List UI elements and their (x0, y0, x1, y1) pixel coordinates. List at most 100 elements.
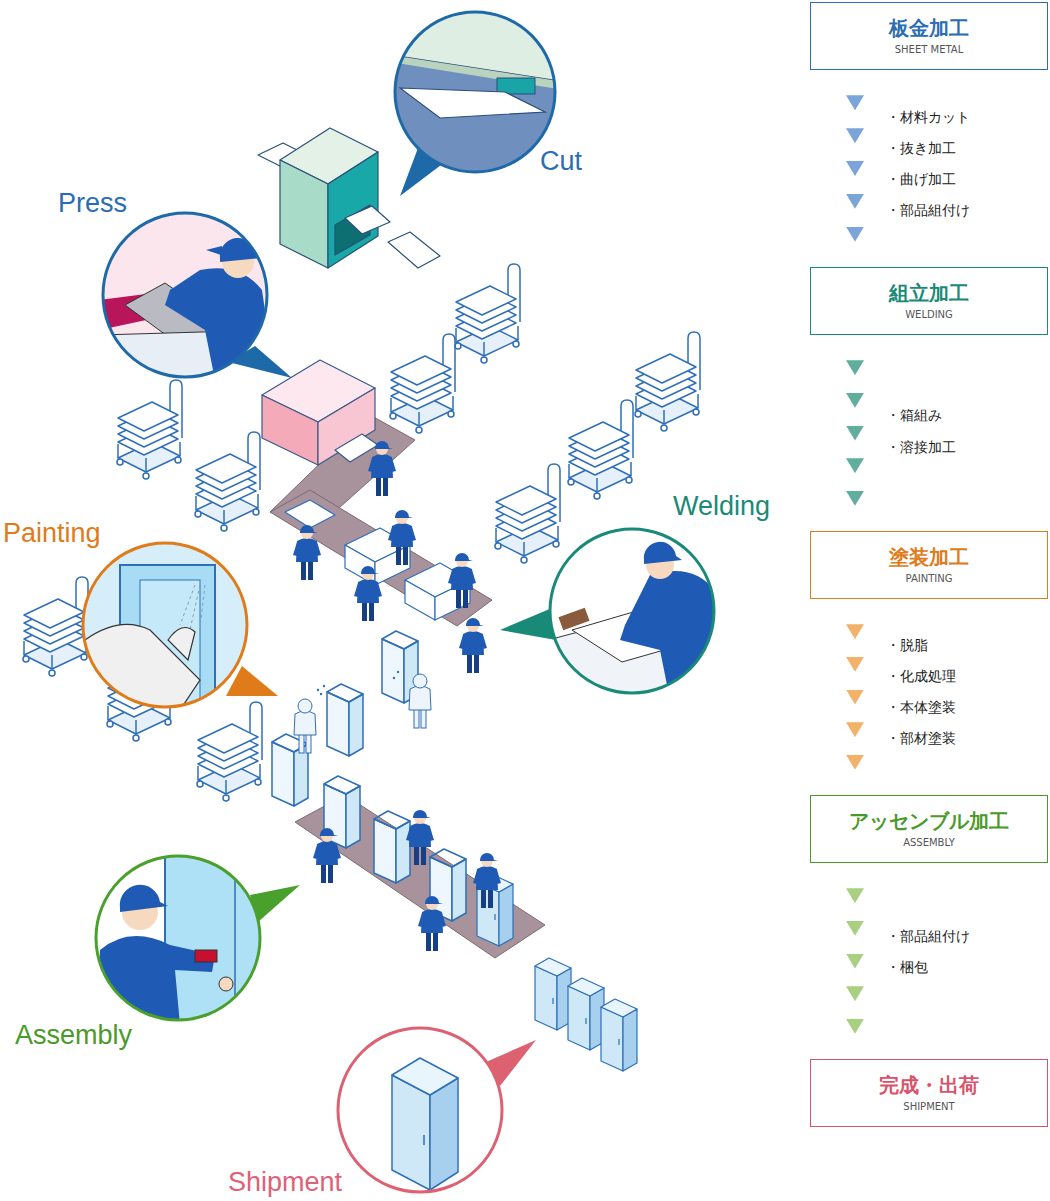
task-item: ・本体塗装 (886, 698, 956, 716)
flow-connector (855, 863, 856, 1059)
cutting-machine (258, 128, 440, 268)
cabinets-part (374, 811, 410, 883)
spray-part (393, 677, 395, 679)
task-item: ・脱脂 (886, 636, 928, 654)
shipment-callout-part (338, 1028, 502, 1192)
task-item: ・部品組付け (886, 201, 970, 219)
welding-callout-part (500, 608, 556, 640)
process-box: 塗装加工 PAINTING (810, 531, 1048, 599)
painting-callout-part-part (85, 624, 200, 710)
workers-part (368, 441, 396, 496)
cabinets-part (568, 978, 604, 1050)
carts-part (195, 432, 260, 531)
process-box: アッセンブル加工ASSEMBLY (810, 795, 1048, 863)
step-callout-label: Cut (540, 146, 582, 176)
cabinets (272, 631, 637, 1071)
workers-part (459, 618, 487, 673)
assembly-callout-part-part (120, 885, 168, 912)
welding-callout-part (548, 527, 720, 700)
flow-connector (855, 599, 856, 795)
shipment-callout-part-part (392, 1058, 458, 1190)
shipment-callout-part-part-part (423, 1135, 425, 1145)
step-subtitle: ASSEMBLY (817, 836, 1041, 850)
shipment-callout-part-part (336, 1026, 506, 1196)
carts-part (495, 464, 560, 563)
carts-part (23, 577, 88, 676)
workers-part (418, 896, 446, 951)
welding-callout-part-part (644, 542, 682, 564)
step-subtitle: PAINTING (817, 572, 1041, 586)
step-title: 塗装加工 (817, 544, 1041, 570)
parts (285, 500, 470, 620)
task-item: ・梱包 (886, 958, 928, 976)
spray-part (397, 671, 399, 673)
painting-callout (83, 543, 278, 715)
press-machine (262, 360, 378, 465)
step-callout-label: Press (58, 188, 127, 218)
cut-callout-part (390, 8, 565, 178)
press-callout-part-part (165, 268, 275, 380)
spray-part (323, 685, 325, 687)
step-callout-label: Welding (673, 491, 770, 521)
cut-callout-part-part (400, 88, 545, 118)
cutting-machine-part (388, 232, 440, 268)
task-item: ・材料カット (886, 108, 970, 126)
welding-callout-part (550, 529, 714, 693)
press-callout-part (103, 213, 267, 377)
flow-connector (855, 335, 856, 531)
step-subtitle: SHIPMENT (817, 1100, 1041, 1114)
step-title: 完成・出荷 (817, 1072, 1041, 1098)
workers-part (293, 525, 321, 580)
step-callout-label: Shipment (228, 1167, 342, 1197)
task-item: ・化成処理 (886, 667, 956, 685)
cabinets-part (327, 684, 363, 756)
assembly-callout-part-part (96, 936, 215, 1025)
conveyor-belt-part (270, 490, 492, 626)
task-item: ・溶接加工 (886, 438, 956, 456)
process-box: 完成・出荷 SHIPMENT (810, 1059, 1048, 1127)
workers-part (409, 674, 431, 728)
workers-part (294, 699, 316, 753)
welding-callout (500, 527, 720, 700)
welding-callout-part-part (558, 608, 589, 631)
task-item: ・抜き加工 (886, 139, 956, 157)
press-callout-part-part (206, 246, 224, 256)
task-item: ・箱組み (886, 406, 942, 424)
press-callout-part-part (220, 238, 262, 262)
step-callout-label: Painting (3, 518, 101, 548)
step-subtitle: WELDING (817, 308, 1041, 322)
press-machine-part (262, 395, 318, 465)
cutting-machine-part (345, 206, 390, 234)
workers-part (354, 566, 382, 621)
painting-callout-part (83, 543, 247, 707)
task-item: ・部品組付け (886, 927, 970, 945)
carts-part (568, 400, 633, 499)
cut-callout (390, 8, 565, 196)
welding-callout-part-part (620, 571, 720, 700)
assembly-callout (96, 856, 300, 1026)
task-item: ・部材塗装 (886, 729, 956, 747)
assembly-callout-part-part (195, 950, 217, 962)
workers-part (473, 853, 501, 908)
press-machine-part (335, 434, 378, 462)
carts-part (197, 702, 262, 801)
process-box: 組立加工 WELDING (810, 267, 1048, 335)
painting-callout-part (83, 543, 248, 715)
assembly-callout-part (96, 856, 265, 1026)
cabinets-part (601, 999, 637, 1071)
step-subtitle: SHEET METAL (817, 43, 1041, 57)
workers (293, 441, 501, 951)
cut-callout-part (395, 12, 555, 172)
painting-callout-part-part (168, 628, 195, 661)
spray (317, 671, 399, 695)
spray-part (317, 689, 319, 691)
step-title: 組立加工 (817, 280, 1041, 306)
cabinets-part (535, 958, 571, 1030)
press-callout-part (100, 210, 275, 380)
parts-part (285, 500, 335, 528)
step-title: 板金加工 (817, 15, 1041, 41)
press-callout (100, 210, 292, 380)
carts-part (390, 334, 455, 433)
